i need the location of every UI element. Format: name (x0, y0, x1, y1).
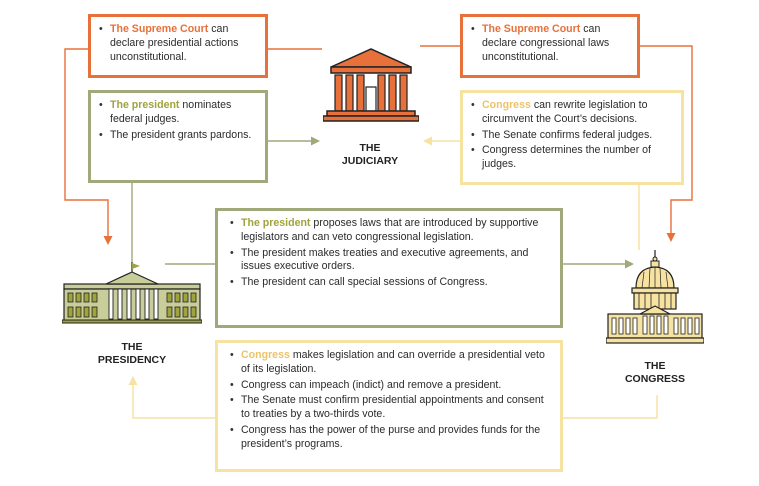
bullet-text: can declare congressional laws unconstit… (482, 23, 610, 63)
label-presidency: THE PRESIDENCY (97, 341, 167, 366)
bullet-actor: The Supreme Court (482, 23, 581, 35)
bullet-text: can rewrite legislation to circumvent th… (482, 99, 648, 125)
bullet-item: The Senate must confirm presidential app… (230, 394, 552, 422)
box-president-on-congress: The president proposes laws that are int… (215, 208, 563, 328)
box-president-on-court: The president nominates federal judges.T… (88, 90, 268, 183)
bullet-text: The president can call special sessions … (241, 276, 488, 289)
box-congress-on-president: Congress makes legislation and can overr… (215, 340, 563, 472)
bullet-text: Congress has the power of the purse and … (241, 423, 541, 450)
arrow-court-to-presidency-path (64, 48, 113, 245)
courthouse-icon (323, 48, 419, 122)
label-judiciary: THE JUDICIARY (341, 142, 399, 167)
box-court-on-president: The Supreme Court can declare presidenti… (88, 14, 268, 78)
bullet-actor: The Supreme Court (110, 23, 209, 35)
box-court-on-congress: The Supreme Court can declare congressio… (460, 14, 640, 78)
bullet-text: Congress determines the number of judges… (482, 144, 651, 171)
arrow-court-to-congress-path (640, 45, 693, 242)
line-congress-down (563, 395, 658, 419)
bullet-actor: The president (241, 217, 311, 229)
bullet-actor: The president (110, 99, 180, 111)
bullet-item: Congress can rewrite legislation to circ… (471, 99, 673, 127)
bullet-item: The president can call special sessions … (230, 276, 552, 290)
bullet-item: Congress determines the number of judges… (471, 144, 673, 172)
bullet-text: The president grants pardons. (110, 128, 252, 141)
bullet-text: Congress can impeach (indict) and remove… (241, 378, 502, 391)
white-house-icon (62, 262, 202, 324)
bullet-text: makes legislation and can override a pre… (241, 349, 545, 375)
bullet-item: The president proposes laws that are int… (230, 217, 552, 245)
bullet-text: proposes laws that are introduced by sup… (241, 217, 539, 243)
bullet-text: nominates federal judges. (110, 99, 232, 125)
capitol-icon (606, 250, 704, 344)
bullet-item: The Senate confirms federal judges. (471, 129, 673, 143)
bullet-text: can declare presidential actions unconst… (110, 23, 239, 63)
bullet-text: The president makes treaties and executi… (241, 246, 529, 273)
arrow-congress-to-presidency (128, 376, 215, 419)
bullet-item: Congress can impeach (indict) and remove… (230, 379, 552, 393)
bullet-item: The president makes treaties and executi… (230, 247, 552, 275)
bullet-actor: Congress (482, 99, 531, 111)
bullet-item: The president grants pardons. (99, 129, 257, 143)
bullet-actor: Congress (241, 349, 290, 361)
bullet-item: Congress has the power of the purse and … (230, 424, 552, 452)
label-congress: THE CONGRESS (624, 360, 686, 385)
bullet-item: Congress makes legislation and can overr… (230, 349, 552, 377)
box-congress-on-court: Congress can rewrite legislation to circ… (460, 90, 684, 185)
bullet-text: The Senate confirms federal judges. (482, 128, 653, 141)
bullet-item: The Supreme Court can declare congressio… (471, 23, 629, 64)
bullet-item: The president nominates federal judges. (99, 99, 257, 127)
bullet-item: The Supreme Court can declare presidenti… (99, 23, 257, 64)
bullet-text: The Senate must confirm presidential app… (241, 394, 544, 421)
